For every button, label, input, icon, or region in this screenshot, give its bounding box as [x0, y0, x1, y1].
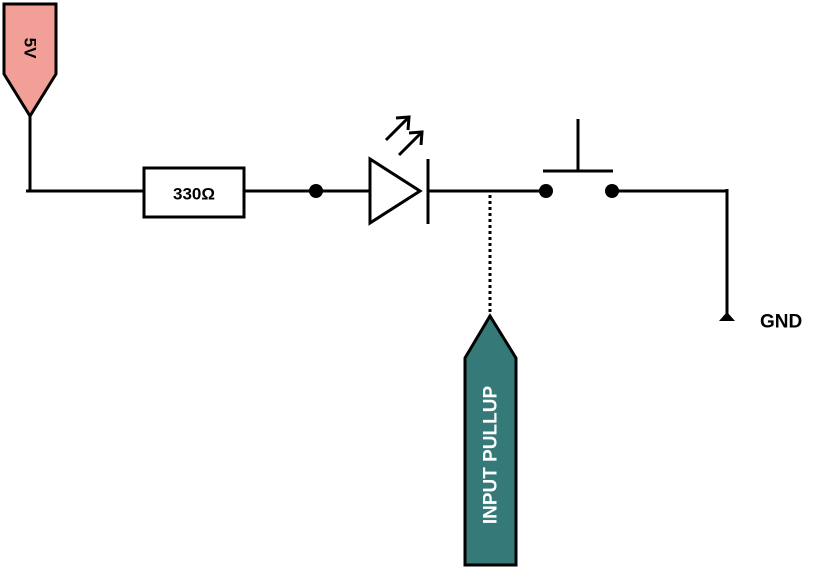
pushbutton-switch-icon — [539, 119, 619, 198]
supply-5v-shape — [2, 2, 58, 119]
light-emission-arrows-icon — [384, 115, 424, 157]
ground-label: GND — [760, 312, 802, 333]
resistor: 330Ω — [142, 166, 246, 219]
input-pullup-shape — [463, 313, 518, 567]
resistor-body — [142, 166, 246, 219]
supply-5v-tag: 5V — [2, 2, 58, 119]
input-pullup-tag: INPUT PULLUP — [463, 313, 518, 567]
junction-dot — [309, 184, 323, 198]
led-icon — [368, 115, 430, 226]
switch-contact-right — [605, 184, 619, 198]
ground-symbol: GND — [719, 312, 802, 333]
switch-contact-left — [539, 184, 553, 198]
input-pullup-label: INPUT PULLUP — [481, 386, 502, 525]
wires — [26, 116, 729, 314]
led-triangle — [368, 156, 423, 226]
resistor-label: 330Ω — [173, 185, 215, 204]
supply-5v-label: 5V — [21, 38, 40, 59]
ground-icon — [719, 312, 735, 321]
